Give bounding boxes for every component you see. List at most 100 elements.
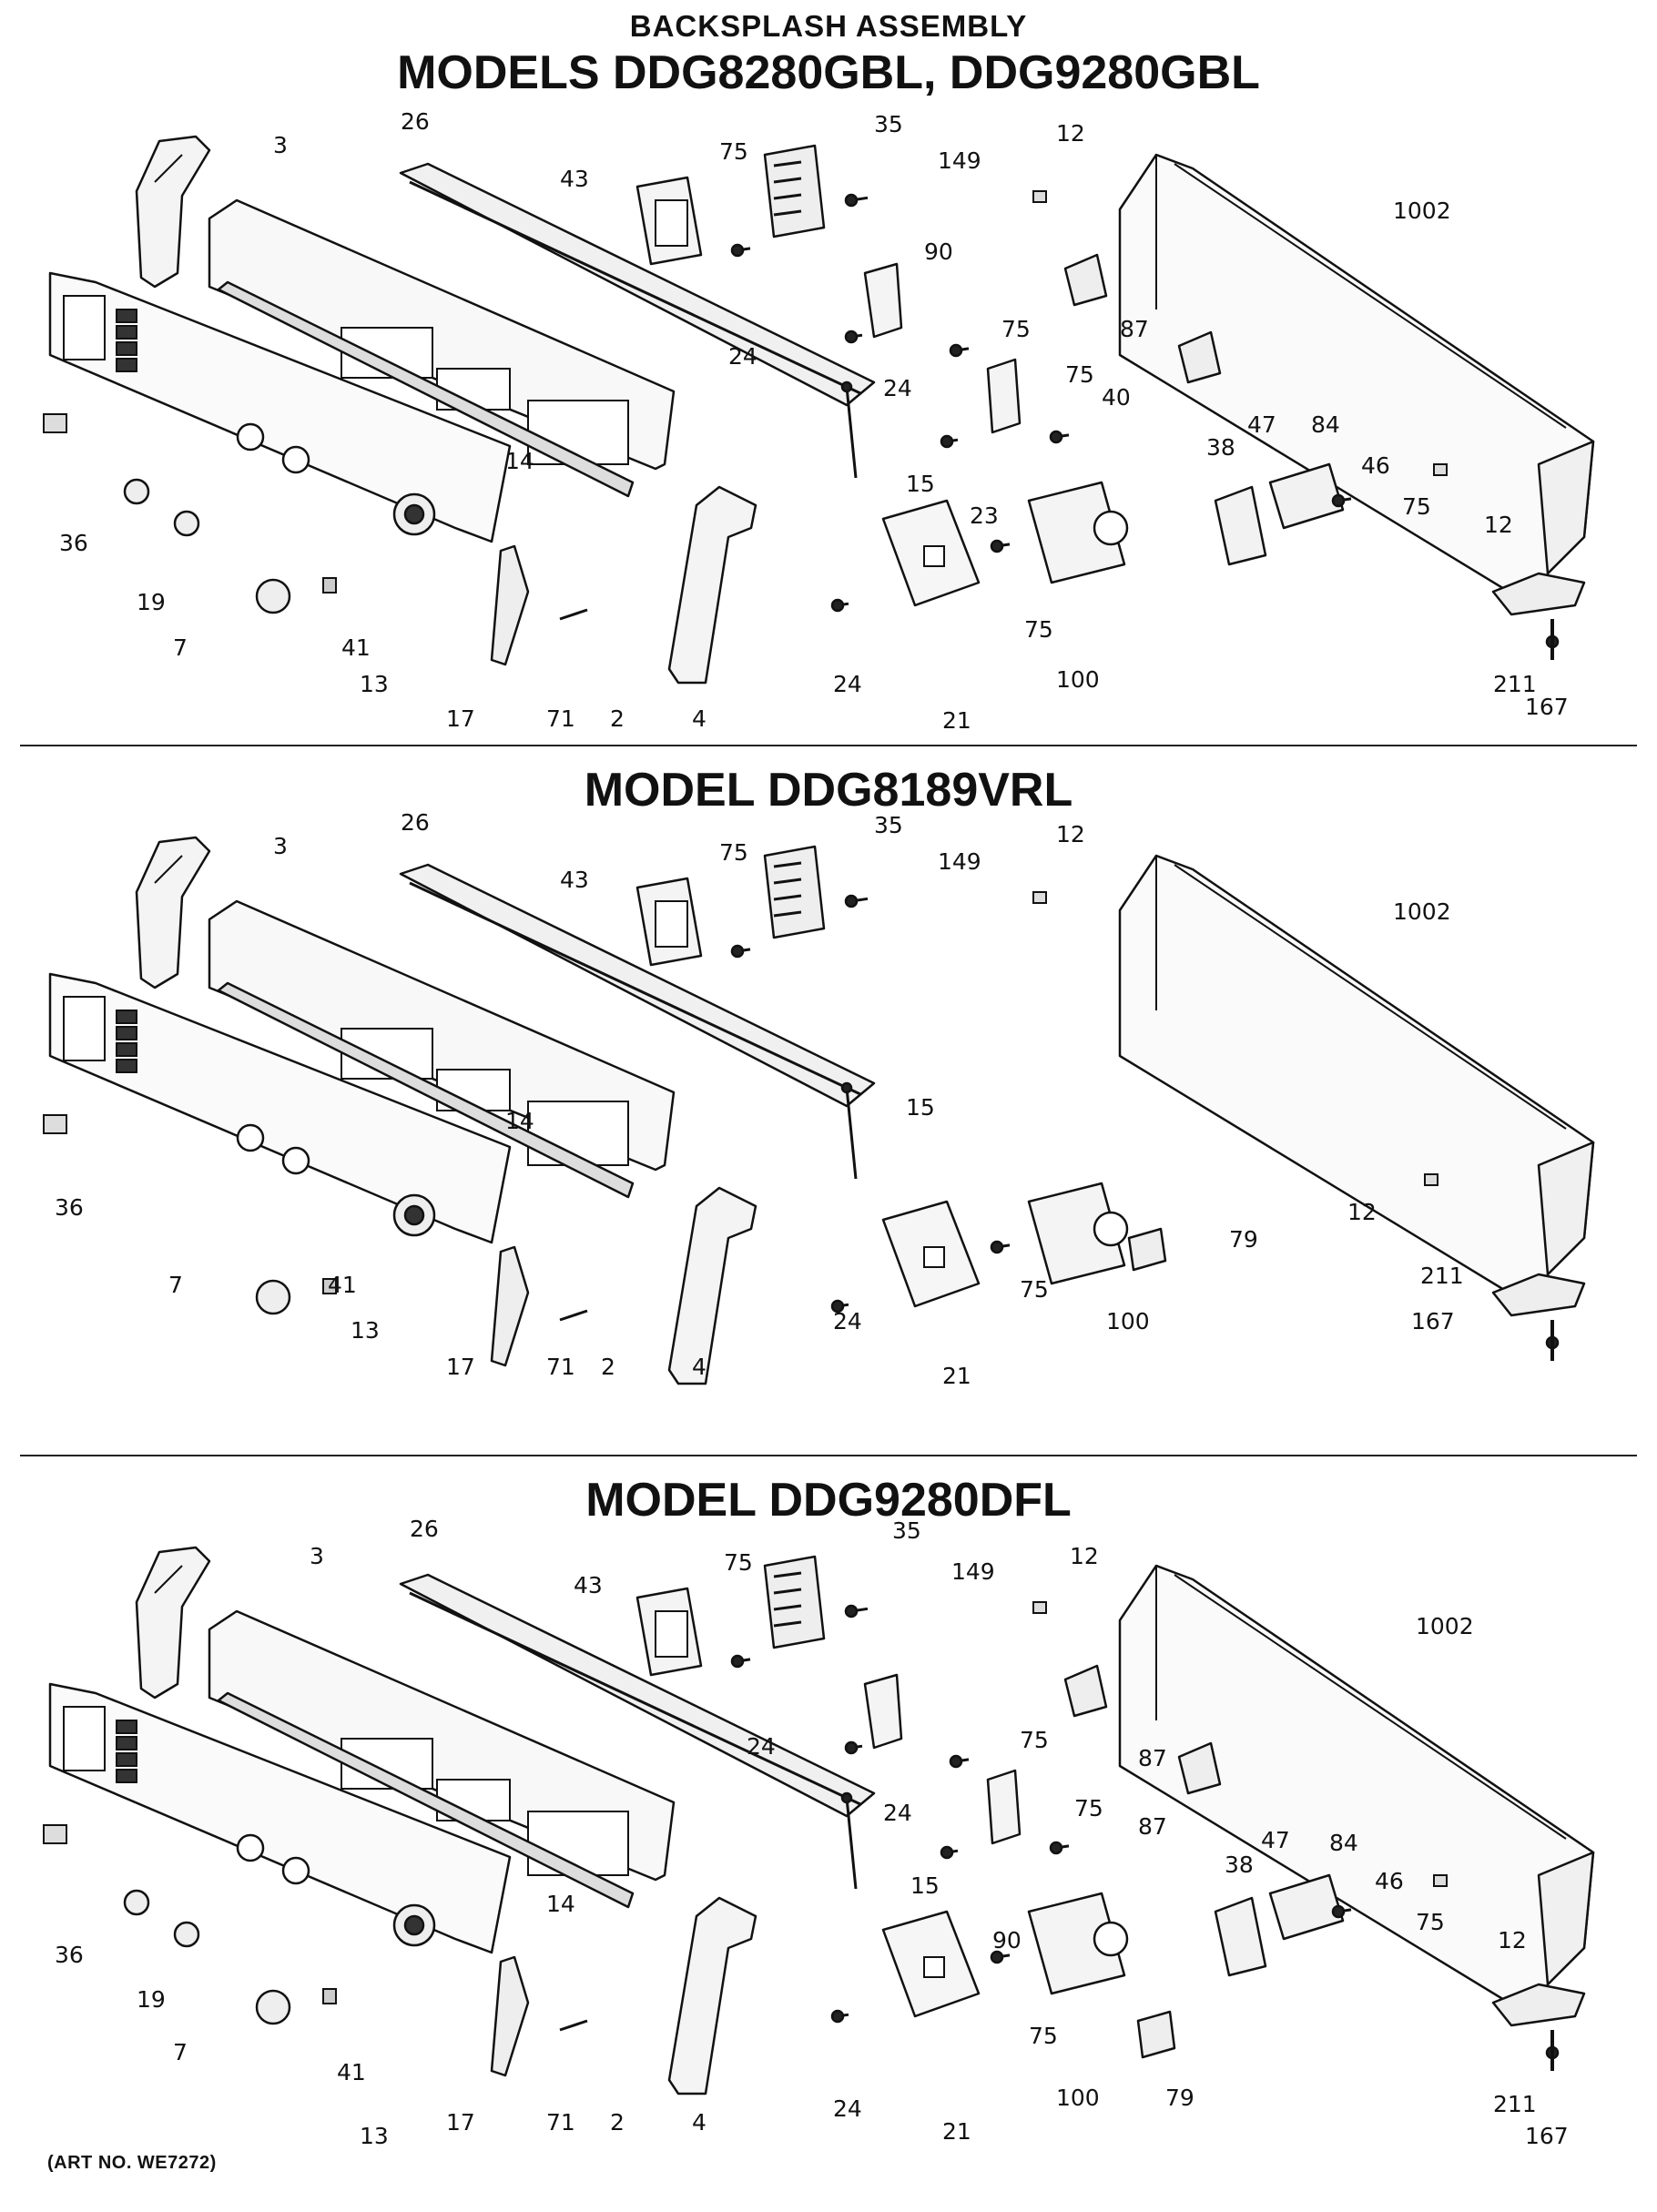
callout-label: 211 <box>1493 2091 1537 2117</box>
indicator-window <box>63 996 106 1061</box>
rear-trim-bar-edge <box>409 1591 861 1806</box>
callout-label: 1002 <box>1416 1613 1474 1639</box>
selector-knob <box>123 1889 150 1916</box>
mounting-bracket <box>1491 572 1586 616</box>
callout-label: 84 <box>1329 1830 1358 1856</box>
callout-label: 47 <box>1261 1827 1290 1853</box>
callout-label: 43 <box>574 1572 603 1598</box>
rocker-switch <box>1063 253 1108 307</box>
nut-12 <box>1032 190 1047 203</box>
callout-label: 4 <box>692 705 707 732</box>
callout-label: 7 <box>173 2039 188 2065</box>
callout-label: 17 <box>446 705 475 732</box>
screw-71 <box>559 608 588 621</box>
callout-label: 211 <box>1493 671 1537 697</box>
callout-label: 19 <box>137 589 166 615</box>
callout-label: 24 <box>747 1733 776 1760</box>
long-screw-15 <box>845 1797 858 1890</box>
control-knob <box>255 1279 291 1315</box>
relay-38 <box>1214 485 1267 566</box>
screw-75 <box>730 944 745 959</box>
control-knob-boss <box>281 445 310 474</box>
callout-label: 36 <box>55 1194 84 1221</box>
knob-spacer <box>322 577 337 594</box>
callout-label: 15 <box>906 471 935 497</box>
callout-label: 17 <box>446 1354 475 1380</box>
mounting-strip <box>490 1955 530 2077</box>
callout-label: 21 <box>942 707 971 734</box>
pushbutton-slot <box>116 358 137 372</box>
push-switch-contact <box>773 1588 802 1595</box>
screw-75 <box>1331 493 1346 508</box>
selector-knob <box>173 510 200 537</box>
pushbutton-slot <box>116 1010 137 1024</box>
end-cap-right <box>667 1896 757 2095</box>
mounting-bracket <box>1491 1983 1586 2027</box>
bracket-90 <box>863 262 903 339</box>
end-cap-left-edge <box>154 154 183 183</box>
callout-label: 41 <box>341 634 371 661</box>
indicator-window <box>63 295 106 360</box>
callout-label: 71 <box>546 2109 575 2136</box>
screw-75 <box>990 1240 1004 1254</box>
push-switch-contact <box>773 894 802 901</box>
screw-75 <box>949 1754 963 1769</box>
mounting-bracket <box>1491 1273 1586 1317</box>
timer-dial-center <box>403 1204 425 1226</box>
callout-label: 75 <box>1024 616 1053 643</box>
callout-label: 2 <box>610 2109 625 2136</box>
callout-label: 35 <box>892 1517 921 1544</box>
pushbutton-slot <box>116 325 137 340</box>
clip-36 <box>43 1114 67 1134</box>
callout-label: 84 <box>1311 411 1340 438</box>
nut-12 <box>1433 463 1448 476</box>
callout-label: 21 <box>942 2118 971 2145</box>
callout-label: 75 <box>1029 2023 1058 2049</box>
callout-label: 46 <box>1375 1868 1404 1894</box>
screw-71 <box>559 2019 588 2032</box>
push-switch-contact <box>773 209 802 217</box>
exploded-parts <box>43 1546 1595 2095</box>
callout-label: 75 <box>724 1549 753 1576</box>
callout-label: 38 <box>1225 1852 1254 1878</box>
callout-label: 149 <box>938 848 981 875</box>
callout-label: 90 <box>924 238 953 265</box>
control-module <box>1268 462 1345 530</box>
callout-label: 12 <box>1056 821 1085 847</box>
screw-75 <box>1049 430 1063 444</box>
rear-housing-flange <box>1174 864 1567 1130</box>
indicator-window <box>63 1706 106 1771</box>
mounting-strip <box>490 544 530 666</box>
timer-dial-center <box>403 503 425 525</box>
callout-label: 24 <box>883 375 912 401</box>
callout-label: 149 <box>951 1558 995 1585</box>
callout-label: 41 <box>328 1272 357 1298</box>
switch-bracket-opening <box>655 1610 688 1658</box>
callout-label: 1002 <box>1393 898 1451 925</box>
push-switch-contact <box>773 1571 802 1578</box>
screw-24 <box>844 1740 859 1755</box>
screw-75 <box>949 343 963 358</box>
timer-motor <box>1027 1182 1126 1285</box>
mounting-strip <box>490 1245 530 1367</box>
selector-knob <box>123 478 150 505</box>
push-switch-contact <box>773 177 802 184</box>
selector-knob <box>173 1921 200 1948</box>
callout-label: 24 <box>728 343 757 370</box>
push-switch-contact <box>773 1604 802 1611</box>
screw-149 <box>844 894 859 908</box>
exploded-parts <box>43 135 1595 685</box>
rear-housing-endcap <box>1537 1851 1595 1986</box>
push-switch-contact <box>773 193 802 200</box>
callout-label: 24 <box>883 1800 912 1826</box>
long-screw-15 <box>845 1087 858 1180</box>
art-number: (ART NO. WE7272) <box>47 2153 217 2173</box>
callout-label: 12 <box>1484 512 1513 538</box>
screw-75 <box>730 1654 745 1669</box>
switch-bracket-opening <box>655 900 688 948</box>
callout-label: 1002 <box>1393 198 1451 224</box>
